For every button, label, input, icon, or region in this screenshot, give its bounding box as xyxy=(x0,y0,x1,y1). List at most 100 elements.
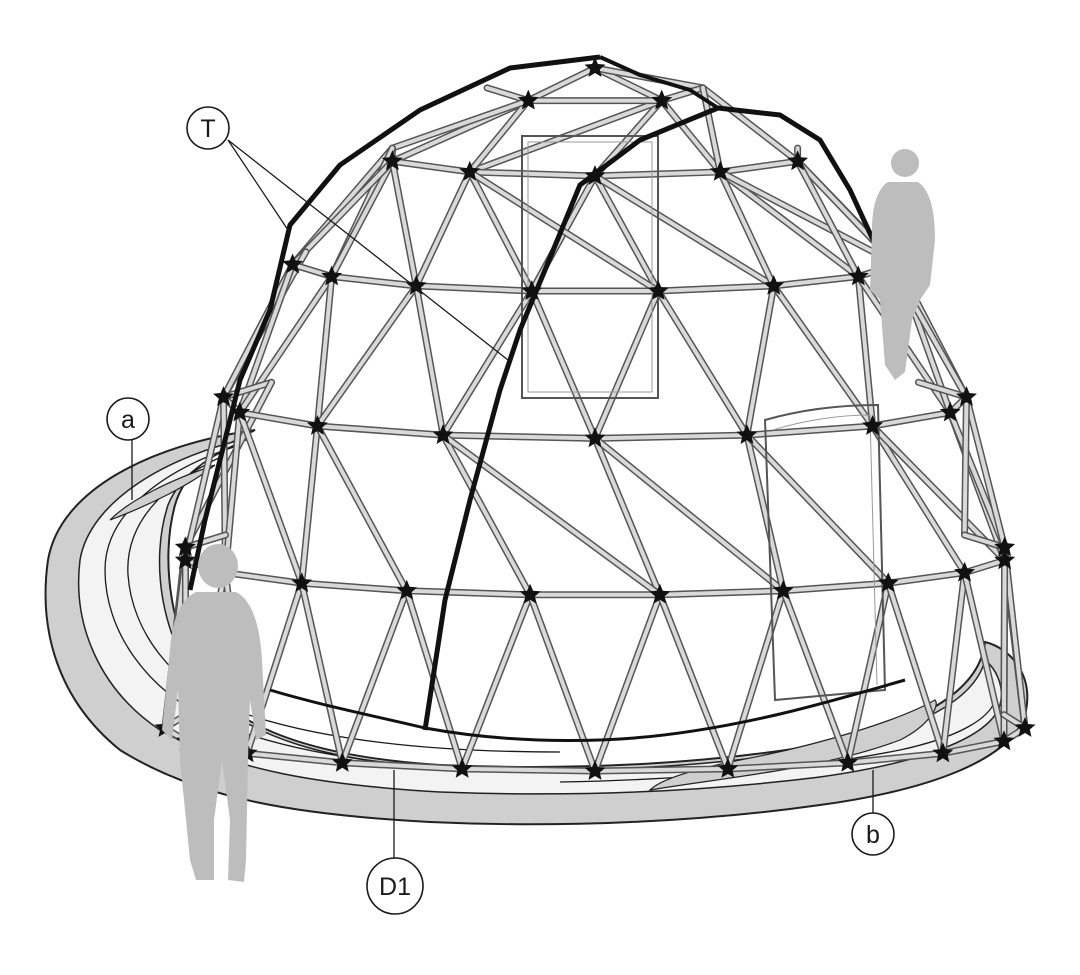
hub-connector xyxy=(1014,717,1036,737)
hub-connector xyxy=(956,386,977,406)
strut xyxy=(467,169,661,294)
strut xyxy=(441,433,533,597)
strut xyxy=(657,592,730,771)
strut xyxy=(781,581,891,593)
strut xyxy=(329,274,419,288)
strut xyxy=(845,751,945,765)
strut xyxy=(656,289,749,438)
hub-connector xyxy=(213,386,234,406)
strut xyxy=(845,581,891,765)
hub-connector xyxy=(647,280,669,300)
strut xyxy=(795,159,861,279)
door-frame-front xyxy=(763,403,887,702)
strut xyxy=(962,570,1006,744)
hub-connector xyxy=(763,274,785,295)
dome-hub-connectors xyxy=(154,57,1036,780)
hub-connector xyxy=(651,89,673,110)
strut xyxy=(467,98,531,174)
hub-connector xyxy=(451,757,473,778)
strut xyxy=(390,98,531,151)
strut xyxy=(593,174,661,294)
strut xyxy=(593,436,662,597)
strut xyxy=(781,588,850,765)
strut xyxy=(528,592,597,773)
strut xyxy=(718,169,776,288)
hub-connector xyxy=(174,536,196,557)
strut xyxy=(183,395,226,563)
hub-connector xyxy=(717,757,739,778)
hub-connector xyxy=(229,401,251,422)
tension-cable-left xyxy=(187,54,601,591)
strut xyxy=(223,410,242,575)
hub-connector xyxy=(709,160,731,181)
strut xyxy=(656,283,776,294)
leader-t-1 xyxy=(227,139,291,234)
strut xyxy=(700,85,800,164)
strut xyxy=(870,410,953,428)
strut xyxy=(529,289,597,441)
strut xyxy=(183,380,274,550)
hub-connector xyxy=(174,549,196,570)
strut xyxy=(223,570,304,586)
strut xyxy=(940,739,1006,756)
hub-connector xyxy=(939,401,961,422)
strut xyxy=(390,159,419,288)
hub-connector xyxy=(584,427,606,448)
callout-a-label: a xyxy=(121,406,135,434)
hub-connector xyxy=(787,150,809,171)
hub-connector xyxy=(877,572,899,593)
strut xyxy=(962,395,969,538)
strut xyxy=(744,433,891,586)
strut xyxy=(593,436,786,593)
hub-connector xyxy=(432,424,454,444)
callout-t: T xyxy=(186,106,230,150)
strut xyxy=(526,66,597,103)
strut xyxy=(414,283,446,438)
strut xyxy=(460,766,597,773)
strut xyxy=(245,751,345,765)
strut xyxy=(886,570,967,586)
strut xyxy=(340,760,465,771)
tension-cable-top xyxy=(599,55,720,110)
person-silhouette-icon xyxy=(162,544,266,882)
leader-t-2 xyxy=(227,139,509,361)
hub-connector xyxy=(321,265,343,286)
strut xyxy=(744,283,776,438)
strut xyxy=(1001,545,1007,717)
hub-connector xyxy=(519,583,541,604)
strut xyxy=(886,581,945,756)
strut xyxy=(315,423,409,593)
strut xyxy=(718,169,900,267)
strut xyxy=(441,289,534,438)
hub-connector xyxy=(291,572,313,593)
hub-connector xyxy=(381,150,403,171)
hub-connector xyxy=(954,561,975,582)
base-ring xyxy=(269,678,906,742)
strut xyxy=(659,98,723,174)
callout-t-label: T xyxy=(200,115,215,143)
strut xyxy=(657,588,786,597)
strut xyxy=(315,423,446,438)
callout-b-label: b xyxy=(866,821,880,849)
hub-connector xyxy=(772,579,794,600)
strut xyxy=(299,581,409,593)
strut xyxy=(299,423,320,586)
strut xyxy=(593,289,661,441)
callout-b: b xyxy=(851,812,895,856)
hub-connector xyxy=(837,751,859,772)
strut xyxy=(744,433,786,593)
hub-connector xyxy=(847,265,869,286)
hub-connector xyxy=(584,57,606,77)
strut xyxy=(771,274,861,288)
strut xyxy=(441,433,597,441)
hub-connector xyxy=(459,160,481,181)
strut xyxy=(718,169,861,279)
strut xyxy=(718,159,800,174)
callout-d1-label: D1 xyxy=(379,873,411,901)
hub-connector xyxy=(994,549,1016,570)
strut xyxy=(870,423,967,575)
strut xyxy=(744,423,875,438)
strut xyxy=(964,395,1007,550)
door-frame-back xyxy=(521,135,659,399)
